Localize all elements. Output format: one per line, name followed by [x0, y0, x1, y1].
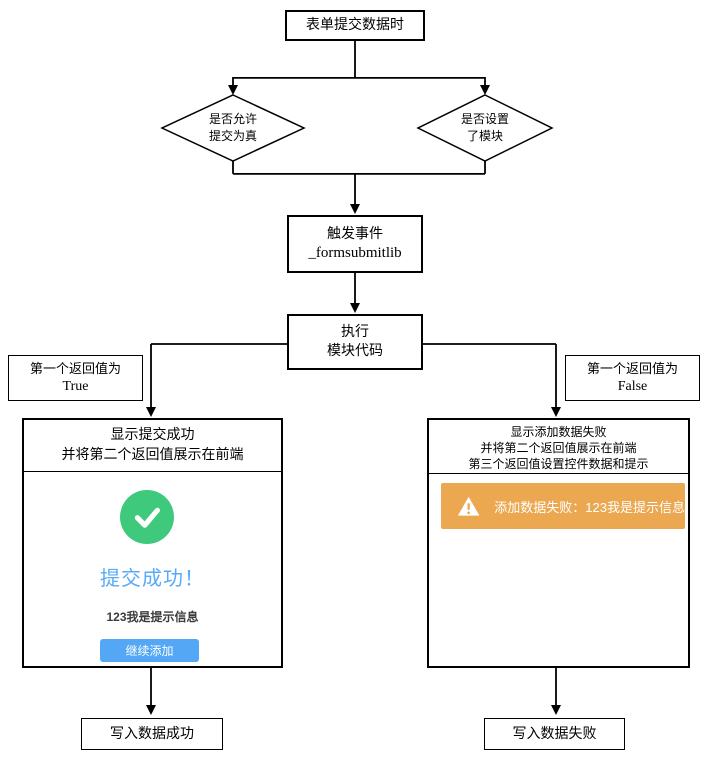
success-panel: 显示提交成功 并将第二个返回值展示在前端 提交成功！ 123我是提示信息 继续添… [22, 418, 283, 668]
connector-false-branch [423, 343, 557, 408]
arrowhead [551, 407, 561, 417]
decision-module-diamond [416, 94, 554, 162]
failure-alert-text: 添加数据失败：123我是提示信息 [494, 499, 685, 515]
decision-module-line1: 是否设置 [460, 112, 509, 126]
branch-true-line1: 第一个返回值为 [29, 361, 121, 376]
branch-true-line2: True [62, 379, 89, 394]
end-success-node: 写入数据成功 [81, 718, 223, 750]
arrowhead [146, 407, 156, 417]
failure-header-line1: 显示添加数据失败 [510, 424, 607, 439]
success-title: 提交成功！ [100, 568, 205, 590]
failure-header-line2: 并将第二个返回值展示在前端 [480, 440, 637, 455]
warning-icon [457, 496, 480, 516]
success-message: 123我是提示信息 [106, 610, 199, 624]
success-header-line2: 并将第二个返回值展示在前端 [61, 447, 244, 463]
connector-merge [232, 161, 486, 205]
branch-false-node: 第一个返回值为 False [565, 355, 700, 401]
branch-false-line2: False [617, 379, 648, 394]
execute-line1: 执行 [341, 325, 369, 340]
trigger-event-node: 触发事件 _formsubmitlib [287, 215, 423, 273]
continue-add-button[interactable]: 继续添加 [100, 639, 199, 662]
decision-module-line2: 了模块 [466, 129, 503, 143]
execute-line2: 模块代码 [327, 344, 383, 359]
start-label: 表单提交数据时 [306, 18, 404, 33]
connector-true-branch [150, 343, 287, 408]
arrowhead [228, 85, 238, 95]
trigger-line1: 触发事件 [327, 227, 383, 242]
decision-allow-label: 是否允许 提交为真 [163, 99, 303, 157]
failure-header-line3: 第三个返回值设置控件数据和提示 [468, 456, 649, 471]
branch-false-line1: 第一个返回值为 [586, 361, 678, 376]
decision-module-label: 是否设置 了模块 [418, 99, 552, 157]
success-panel-header: 显示提交成功 并将第二个返回值展示在前端 [24, 420, 281, 472]
decision-allow-diamond [160, 94, 306, 162]
arrowhead [551, 705, 561, 715]
failure-alert-bar: 添加数据失败：123我是提示信息 [441, 483, 685, 529]
decision-allow-line1: 是否允许 [208, 112, 257, 126]
branch-true-node: 第一个返回值为 True [8, 355, 143, 401]
end-failure-node: 写入数据失败 [484, 718, 625, 750]
end-success-label: 写入数据成功 [110, 726, 194, 742]
arrowhead [350, 303, 360, 313]
success-check-icon [120, 490, 174, 544]
decision-allow-line2: 提交为真 [208, 129, 257, 143]
connector-start-split [232, 40, 486, 86]
execute-module-node: 执行 模块代码 [287, 314, 423, 370]
success-header-line1: 显示提交成功 [110, 427, 195, 443]
arrowhead [480, 85, 490, 95]
start-node: 表单提交数据时 [285, 10, 425, 41]
failure-panel: 显示添加数据失败 并将第二个返回值展示在前端 第三个返回值设置控件数据和提示 添… [427, 418, 690, 668]
failure-panel-header: 显示添加数据失败 并将第二个返回值展示在前端 第三个返回值设置控件数据和提示 [429, 420, 688, 474]
end-failure-label: 写入数据失败 [512, 726, 597, 742]
trigger-line2: _formsubmitlib [308, 245, 402, 261]
arrowhead [146, 705, 156, 715]
arrowhead [350, 204, 360, 214]
